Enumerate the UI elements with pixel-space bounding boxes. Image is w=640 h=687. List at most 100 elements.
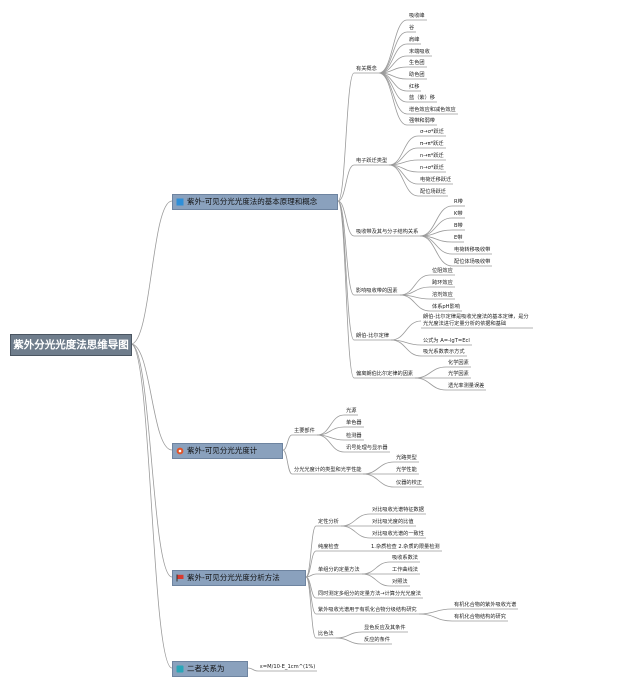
connector-line bbox=[337, 200, 355, 237]
connector-line bbox=[418, 613, 453, 622]
connector-line bbox=[305, 576, 317, 639]
topic-node[interactable]: R带 bbox=[454, 199, 463, 205]
topic-node[interactable]: 有机化合物结构的研究 bbox=[454, 614, 506, 620]
connector-line bbox=[378, 19, 408, 74]
topic-node[interactable]: 对比吸收光谱特征数据 bbox=[372, 507, 424, 513]
connector-line bbox=[335, 631, 363, 639]
topic-node[interactable]: 朗伯-比尔定律是吸收光度法的基本定律，是分光光度法进行定量分析的依据和基础 bbox=[423, 314, 529, 327]
topic-node[interactable]: 工作曲线法 bbox=[392, 567, 418, 573]
topic-node[interactable]: 体系pH影响 bbox=[432, 304, 460, 310]
topic-node[interactable]: 有关概念 bbox=[356, 66, 377, 72]
topic-node[interactable]: 电荷转移吸收带 bbox=[454, 247, 491, 253]
topic-node[interactable]: n→σ*跃迁 bbox=[420, 165, 444, 171]
topic-node[interactable]: 光学性能 bbox=[396, 467, 417, 473]
connector-line bbox=[337, 164, 355, 202]
topic-node[interactable]: 强带和弱带 bbox=[409, 118, 435, 124]
topic-node[interactable]: 对比吸光度的比值 bbox=[372, 519, 414, 525]
topic-node[interactable]: 紫外吸收光谱用于有机化合物分级结构研究 bbox=[318, 607, 417, 613]
topic-node[interactable]: 比色法 bbox=[318, 631, 334, 637]
topic-node[interactable]: n→π*跃迁 bbox=[420, 153, 444, 159]
topic-node[interactable]: 纯度检查 bbox=[318, 544, 339, 550]
topic-node[interactable]: 1.杂质检查 2.杂质的限量检测 bbox=[371, 544, 440, 550]
connector-line bbox=[282, 449, 293, 475]
connector-line bbox=[130, 200, 173, 345]
topic-node[interactable]: ε=M/10·E_1cm^(1%) bbox=[260, 664, 316, 670]
topic-node[interactable]: 红移 bbox=[409, 84, 420, 90]
topic-node[interactable]: 电子跃迁类型 bbox=[356, 158, 388, 164]
topic-node[interactable]: 反应的条件 bbox=[364, 637, 390, 643]
topic-node[interactable]: 光学因素 bbox=[448, 371, 469, 377]
topic-node[interactable]: 透光率测量误差 bbox=[448, 383, 485, 389]
connector-line bbox=[414, 377, 447, 391]
topic-node[interactable]: 讯号处理与显示器 bbox=[346, 445, 388, 451]
topic-node[interactable]: 助色团 bbox=[409, 72, 425, 78]
topic-node[interactable]: 光路类型 bbox=[396, 455, 417, 461]
connector-line bbox=[316, 426, 345, 436]
topic-node[interactable]: σ→σ*跃迁 bbox=[420, 129, 444, 135]
connector-line bbox=[378, 72, 408, 115]
topic-node[interactable]: B带 bbox=[454, 223, 463, 229]
connector-line bbox=[340, 513, 371, 527]
connector-line bbox=[378, 72, 408, 126]
topic-node[interactable]: 影响吸收带的因素 bbox=[356, 288, 398, 294]
main-topic-3[interactable]: 紫外-可见分光光度分析方法 bbox=[172, 570, 306, 586]
connector-line bbox=[390, 339, 422, 357]
topic-node[interactable]: 吸收带及其与分子结构关系 bbox=[356, 229, 419, 235]
topic-node[interactable]: 谷 bbox=[409, 25, 415, 31]
topic-node[interactable]: 配位体场吸收带 bbox=[454, 259, 491, 265]
connector-line bbox=[305, 525, 317, 578]
connector-line bbox=[130, 343, 173, 451]
root-node[interactable]: 紫外分光光度法思维导图 bbox=[10, 334, 132, 356]
topic-node[interactable]: 电荷迁移跃迁 bbox=[420, 177, 452, 183]
topic-node[interactable]: 单色器 bbox=[346, 420, 362, 426]
topic-node[interactable]: 吸光系数表示方式 bbox=[423, 349, 465, 355]
connector-line bbox=[316, 414, 345, 436]
topic-node[interactable]: 光源 bbox=[346, 408, 357, 414]
topic-node[interactable]: 有机化合物的紫外吸收光谱 bbox=[454, 602, 517, 608]
topic-node[interactable]: 增色效应和减色效应 bbox=[409, 107, 456, 113]
topic-node[interactable]: 分光光度计的类型和光学性能 bbox=[294, 467, 362, 473]
connector-line bbox=[388, 135, 419, 166]
topic-node[interactable]: π→π*跃迁 bbox=[420, 141, 444, 147]
topic-node[interactable]: 对照法 bbox=[392, 579, 408, 585]
connector-line bbox=[130, 343, 173, 578]
topic-node[interactable]: 单组分的定量方法 bbox=[318, 567, 360, 573]
topic-node[interactable]: E带 bbox=[454, 235, 463, 241]
topic-node[interactable]: 同时测定多组分的定量方法→计算分光光度法 bbox=[318, 591, 421, 597]
topic-node[interactable]: 仪器的校正 bbox=[396, 480, 422, 486]
main-topic-1[interactable]: 紫外-可见分光光度法的基本原理和概念 bbox=[172, 194, 338, 210]
topic-node[interactable]: 肩峰 bbox=[409, 37, 420, 43]
topic-node[interactable]: 吸收峰 bbox=[409, 13, 425, 19]
topic-node[interactable]: 定性分析 bbox=[318, 519, 339, 525]
main-topic-label: 二者关系为 bbox=[187, 664, 225, 673]
topic-node[interactable]: 蓝（紫）移 bbox=[409, 95, 435, 101]
connector-line bbox=[335, 637, 363, 645]
topic-node[interactable]: 生色团 bbox=[409, 60, 425, 66]
connector-line bbox=[305, 573, 317, 578]
connector-line bbox=[399, 286, 431, 296]
topic-node[interactable]: 位阻效应 bbox=[432, 268, 453, 274]
topic-node[interactable]: 偏离朗伯比尔定律的因素 bbox=[356, 371, 414, 377]
topic-node[interactable]: 配位场跃迁 bbox=[420, 189, 446, 195]
connector-line bbox=[361, 561, 391, 575]
topic-node[interactable]: 公式为 A=-lgT=Ecl bbox=[423, 338, 470, 344]
topic-node[interactable]: 末端吸收 bbox=[409, 49, 430, 55]
connector-line bbox=[337, 200, 355, 379]
topic-node[interactable]: 检测器 bbox=[346, 433, 362, 439]
topic-node[interactable]: K带 bbox=[454, 211, 463, 217]
connector-line bbox=[362, 473, 395, 488]
main-topic-2[interactable]: 紫外-可见分光光度计 bbox=[172, 443, 283, 459]
topic-node[interactable]: 对比吸收光谱的一致性 bbox=[372, 531, 424, 537]
topic-node[interactable]: 跨环效应 bbox=[432, 280, 453, 286]
topic-node[interactable]: 主要部件 bbox=[294, 428, 315, 434]
connector-line bbox=[247, 667, 259, 672]
topic-node[interactable]: 显色反应及其条件 bbox=[364, 625, 406, 631]
topic-node[interactable]: 朗伯-比尔定律 bbox=[356, 333, 389, 339]
main-topic-4[interactable]: 二者关系为 bbox=[172, 661, 248, 677]
connector-line bbox=[419, 205, 453, 237]
topic-node[interactable]: 化学因素 bbox=[448, 360, 469, 366]
connector-line bbox=[378, 43, 408, 74]
topic-node[interactable]: 吸收系数法 bbox=[392, 555, 418, 561]
topic-node[interactable]: 溶剂效应 bbox=[432, 292, 453, 298]
